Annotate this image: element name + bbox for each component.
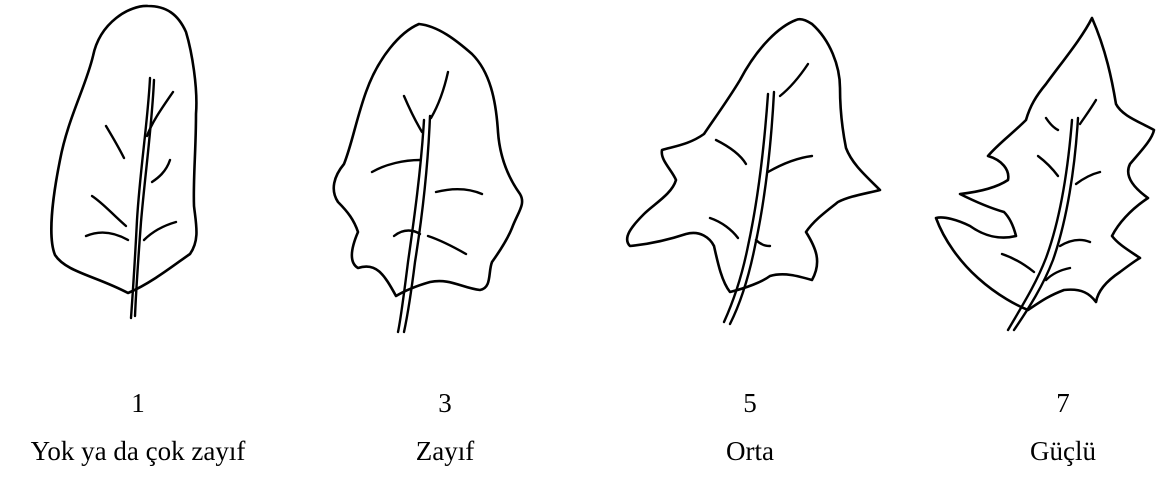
leaf-drawings xyxy=(0,0,1158,350)
leaf-3-vein xyxy=(404,96,422,132)
leaf-1-vein xyxy=(86,233,128,240)
leaf-3-vein xyxy=(431,72,448,118)
leaf-7-vein xyxy=(1060,240,1090,246)
grade-label-1: Yok ya da çok zayıf xyxy=(8,438,268,465)
leaf-7-vein xyxy=(1046,118,1058,130)
leaf-illustration-3 xyxy=(334,24,522,332)
leaf-7-vein xyxy=(1076,172,1100,184)
leaf-3-vein xyxy=(428,236,466,254)
leaf-illustration-5 xyxy=(627,19,880,324)
leaf-7-vein xyxy=(1038,156,1058,176)
leaf-1-outline xyxy=(51,6,196,293)
leaf-5-vein xyxy=(710,218,738,238)
leaf-7-vein xyxy=(1080,100,1096,124)
score-label-7: 7 xyxy=(933,390,1158,417)
leaf-5-vein xyxy=(768,156,812,172)
leaf-5-vein xyxy=(756,240,770,246)
grade-label-7: Güçlü xyxy=(933,438,1158,465)
leaf-3-vein xyxy=(436,189,482,194)
score-label-5: 5 xyxy=(620,390,880,417)
leaf-illustration-7 xyxy=(936,18,1154,330)
leaf-1-vein xyxy=(144,222,176,240)
score-label-1: 1 xyxy=(8,390,268,417)
leaf-7-outline xyxy=(936,18,1154,310)
leaf-1-vein xyxy=(152,160,170,182)
grade-label-5: Orta xyxy=(620,438,880,465)
leaf-5-vein xyxy=(780,64,808,96)
leaf-illustration-1 xyxy=(51,6,196,318)
score-label-3: 3 xyxy=(315,390,575,417)
leaf-5-vein xyxy=(716,140,746,164)
leaf-1-vein xyxy=(106,126,124,158)
leaf-7-vein xyxy=(1002,254,1034,272)
leaf-3-vein xyxy=(394,231,420,237)
leaf-3-vein xyxy=(372,160,420,172)
grade-label-3: Zayıf xyxy=(315,438,575,465)
leaf-3-midrib-b xyxy=(404,116,430,332)
leaf-1-vein xyxy=(92,196,126,226)
